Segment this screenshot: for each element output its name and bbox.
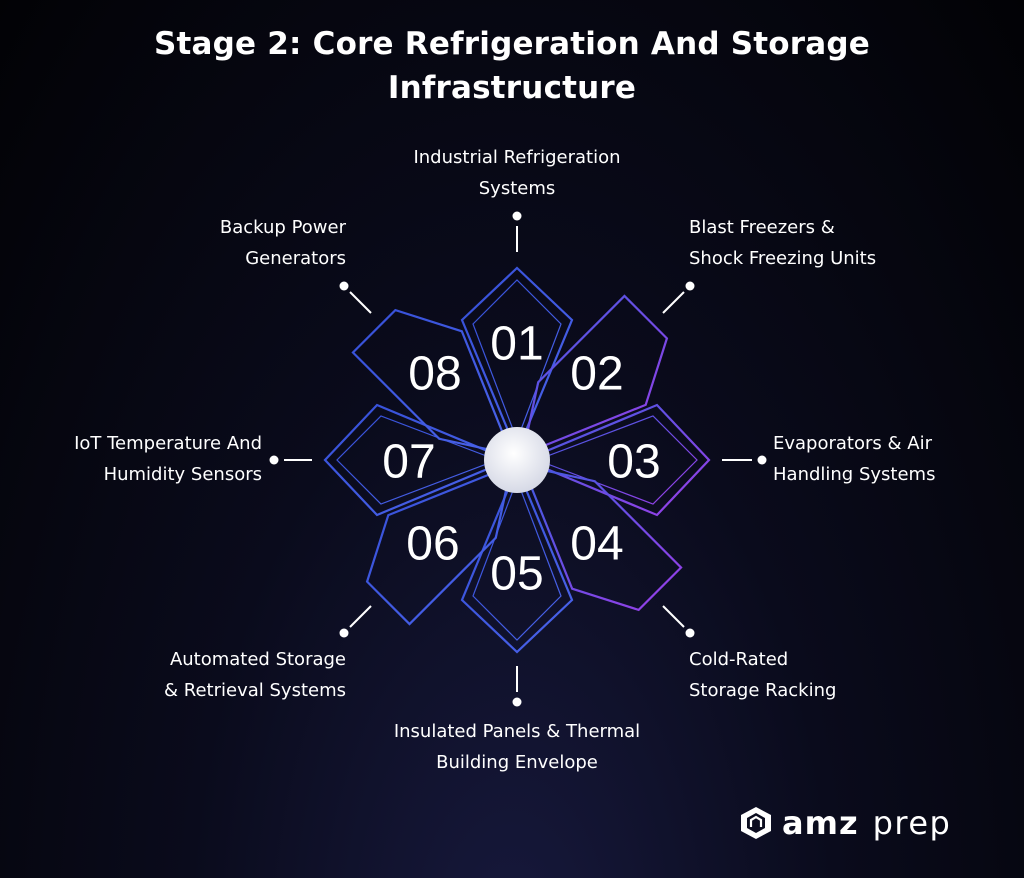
petal-number-08: 08 [408,348,461,401]
logo-word-prep: prep [872,804,952,842]
label-05: Insulated Panels & Thermal Building Enve… [393,721,641,773]
petal-06 [365,463,513,626]
petal-number-03: 03 [607,436,660,489]
petal-number-04: 04 [570,518,623,571]
brand-logo: amz prep [738,800,951,846]
logo-word-amz: amz [782,804,859,842]
connector-dot-03 [757,455,767,465]
connector-dot-08 [339,281,349,291]
connector-line-06 [349,605,372,628]
connector-dot-07 [269,455,279,465]
label-02: Blast Freezers & Shock Freezing Units [689,217,877,269]
connector-dot-01 [512,211,522,221]
connector-dot-02 [685,281,695,291]
petal-number-02: 02 [570,348,623,401]
amz-prep-logo-icon [741,807,771,839]
petal-01 [460,266,574,455]
petal-number-01: 01 [490,318,543,371]
connector-dot-05 [512,697,522,707]
title-line-1: Stage 2: Core Refrigeration And Storage [153,26,871,62]
label-01: Industrial Refrigeration Systems [413,147,621,199]
connector-line-02 [662,291,685,314]
label-08: Backup Power Generators [219,217,346,269]
page-title: Stage 2: Core Refrigeration And Storage … [0,22,1024,110]
connector-dot-04 [685,628,695,638]
petal-number-05: 05 [490,548,543,601]
petal-08 [351,308,514,456]
connector-dot-06 [339,628,349,638]
connector-line-08 [349,291,372,314]
title-line-2: Infrastructure [387,70,637,106]
petal-02 [521,294,669,457]
center-circle [484,427,550,493]
label-06: Automated Storage & Retrieval Systems [164,649,346,701]
label-07: IoT Temperature And Humidity Sensors [74,433,262,485]
petal-05 [460,465,574,654]
label-03: Evaporators & Air Handling Systems [773,433,936,485]
petal-number-07: 07 [382,436,435,489]
label-04: Cold-Rated Storage Racking [689,649,837,701]
petal-03 [522,403,711,517]
petal-07 [323,403,512,517]
connector-line-04 [662,605,685,628]
petal-04 [520,464,683,612]
petal-number-06: 06 [406,518,459,571]
